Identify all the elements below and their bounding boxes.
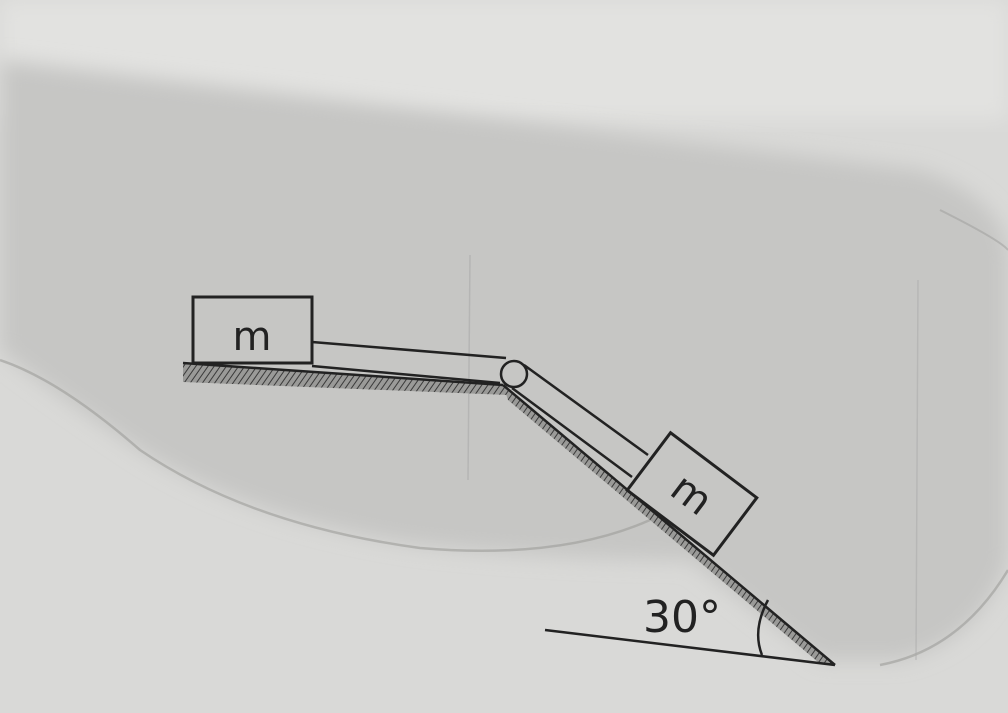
paper-fold-line-right	[915, 279, 919, 661]
horizontal-surface-line	[182, 361, 504, 387]
incline-surface-line	[502, 384, 836, 666]
horizontal-surface	[183, 363, 508, 395]
block-incline	[625, 430, 759, 558]
string-incline	[523, 363, 649, 457]
shadow-edge-line	[0, 358, 651, 552]
string-incline-lower	[511, 386, 633, 479]
angle-arc	[756, 599, 770, 656]
angle-label: 30°	[643, 592, 721, 643]
shadow-region	[0, 60, 1008, 660]
shadow-edge-line-right	[939, 209, 1008, 251]
string-horizontal-lower	[311, 364, 501, 385]
base-line	[544, 628, 836, 667]
string-horizontal	[311, 340, 507, 360]
shadow-edge-line-bottom	[879, 569, 1008, 667]
block-horizontal-label: m	[233, 314, 272, 360]
block-horizontal	[191, 295, 314, 365]
pulley	[499, 359, 529, 389]
paper-fold-line	[467, 254, 471, 481]
